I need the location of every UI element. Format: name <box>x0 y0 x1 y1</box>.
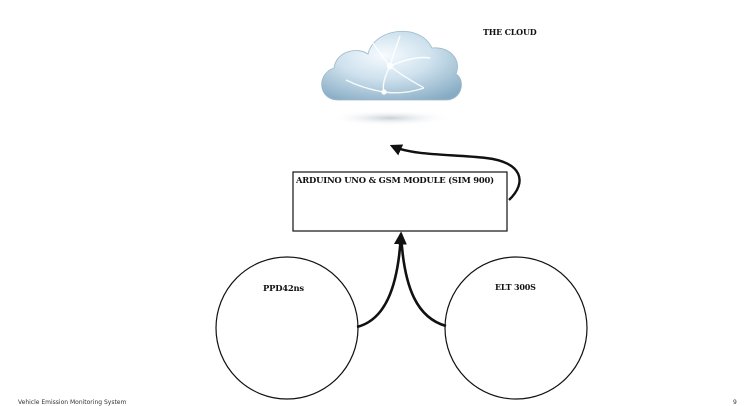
cloud-shadow <box>328 110 452 126</box>
cloud-network-icon <box>321 30 462 126</box>
sensor-right-label: ELT 300S <box>495 282 536 292</box>
footer-title: Vehicle Emission Monitoring System <box>18 399 127 406</box>
sensor-right-circle <box>444 256 588 400</box>
connector-right-sensor-to-controller <box>399 233 447 328</box>
sensor-left-circle <box>215 256 359 400</box>
connector-left-sensor-to-controller <box>356 231 407 329</box>
cloud-label: THE CLOUD <box>483 27 537 37</box>
sensor-left-label: PPD42ns <box>263 283 304 293</box>
network-node <box>386 62 394 70</box>
network-node <box>381 89 387 95</box>
controller-box <box>292 171 508 232</box>
controller-label: ARDUINO UNO & GSM MODULE (SIM 900) <box>296 175 494 185</box>
footer-page-number: 9 <box>733 399 737 406</box>
connector-controller-to-cloud <box>389 144 521 201</box>
